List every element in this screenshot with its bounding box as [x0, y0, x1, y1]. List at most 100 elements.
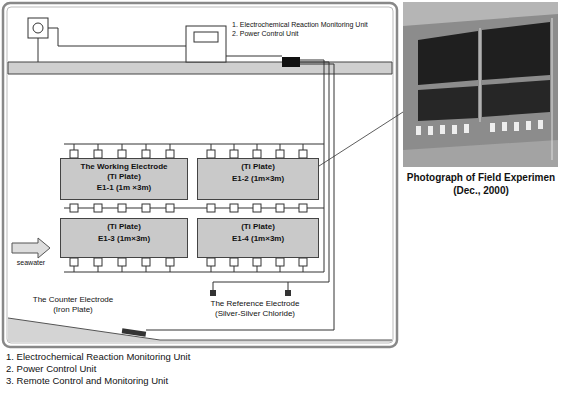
reference-electrode — [210, 290, 216, 296]
photo-caption: Photograph of Field Experimen (Dec., 200… — [403, 172, 559, 197]
field-photo — [479, 28, 481, 122]
list-item: 3. Remote Control and Monitoring Unit — [6, 375, 386, 386]
connector-box — [166, 204, 174, 212]
photo-panel: Photograph of Field Experimen (Dec., 200… — [403, 2, 559, 197]
field-photo — [403, 2, 558, 167]
cable — [213, 282, 288, 290]
frame — [3, 3, 397, 347]
seawater-arrow — [12, 238, 50, 258]
unit-label: 1. Electrochemical Reaction Monitoring U… — [232, 21, 392, 29]
connector-box — [142, 258, 150, 266]
field-photo — [552, 18, 553, 160]
connector-box — [276, 204, 284, 212]
connector-box — [118, 204, 126, 212]
field-photo — [403, 2, 558, 26]
monitoring-unit — [186, 26, 226, 62]
connector-box — [94, 150, 102, 158]
field-photo — [490, 123, 495, 132]
field-photo — [464, 124, 469, 133]
list-item: 1. Electrochemical Reaction Monitoring U… — [6, 351, 386, 362]
connector-box — [207, 150, 215, 158]
power-control-block — [282, 57, 300, 67]
plate-id: E1-4 (1m×3m) — [214, 234, 302, 244]
field-photo — [502, 122, 507, 131]
plate-id: E1-1 (1m ×3m) — [80, 183, 168, 193]
cable — [74, 144, 303, 150]
connector-box — [207, 204, 215, 212]
plate-title: (Ti Plate) — [214, 162, 302, 172]
cable — [48, 28, 186, 46]
field-photo — [418, 31, 478, 85]
connector-box — [207, 258, 215, 266]
power-control-block — [282, 57, 300, 67]
leader-line — [319, 112, 403, 166]
plate-id: E1-3 (1m×3m) — [80, 234, 168, 244]
field-photo — [482, 22, 550, 80]
list-item-holder: 2. Power Control Unit — [6, 363, 386, 374]
monitoring-unit — [186, 26, 226, 62]
unit-label-holder: 2. Power Control Unit — [232, 30, 392, 38]
frame — [7, 7, 393, 343]
connector-box — [299, 258, 307, 266]
connector-box — [299, 204, 307, 212]
electrode-label: The Reference Electrode (Silver-Silver C… — [205, 299, 305, 318]
list-item-holder: 3. Remote Control and Monitoring Unit — [6, 375, 386, 386]
connector-box — [230, 204, 238, 212]
reference-electrode — [285, 290, 291, 296]
connector-box — [70, 204, 78, 212]
plate-id: E1-2 (1m×3m) — [214, 174, 302, 184]
cable — [226, 56, 282, 57]
connector-box — [253, 204, 261, 212]
ti-plate: (Ti Plate) E1-4 (1m×3m) — [197, 218, 319, 258]
list-item-holder: 1. Electrochemical Reaction Monitoring U… — [6, 351, 386, 362]
connector-box — [70, 150, 78, 158]
cable — [64, 272, 324, 273]
monitoring-unit — [194, 32, 218, 42]
field-photo — [514, 122, 519, 131]
field-photo — [428, 126, 433, 135]
field-photo — [440, 125, 445, 134]
cable — [64, 208, 324, 209]
field-photo — [418, 86, 478, 121]
field-photo — [416, 126, 421, 135]
remote-unit — [38, 38, 39, 62]
flow-label: seawater — [8, 259, 54, 267]
connector-box — [70, 258, 78, 266]
connector-box — [299, 150, 307, 158]
ti-plate: (Ti Plate) E1-2 (1m×3m) — [197, 158, 319, 200]
counter-electrode — [122, 328, 146, 336]
remote-unit — [28, 18, 48, 62]
field-photo — [526, 121, 531, 130]
cable — [64, 144, 324, 145]
ti-plate: (Ti Plate) E1-3 (1m×3m) — [60, 218, 188, 258]
seawater-arrow — [12, 238, 50, 258]
plate-title: (Ti Plate) — [80, 222, 168, 232]
unit-label: 2. Power Control Unit — [232, 30, 392, 38]
connector-box — [166, 258, 174, 266]
cable — [48, 28, 334, 330]
connector-box — [253, 258, 261, 266]
reference-electrode — [210, 290, 291, 296]
frame — [3, 3, 397, 347]
field-photo — [538, 120, 543, 129]
connector-box — [230, 258, 238, 266]
unit-label-holder: 1. Electrochemical Reaction Monitoring U… — [232, 21, 392, 29]
electrode-label: The Counter Electrode (Iron Plate) — [26, 295, 120, 314]
flow-label-holder: seawater — [8, 259, 54, 267]
remote-unit — [33, 23, 43, 33]
electrode-label-holder: The Reference Electrode (Silver-Silver C… — [205, 299, 305, 318]
connector-box — [166, 150, 174, 158]
field-photo — [403, 2, 558, 167]
field-photo — [452, 125, 457, 134]
connector-box — [118, 258, 126, 266]
connector-box — [253, 150, 261, 158]
connector-box — [94, 204, 102, 212]
ti-plate: The Working Electrode (Ti Plate)E1-1 (1m… — [60, 158, 188, 200]
connector-box — [142, 150, 150, 158]
plate-title: (Ti Plate) — [214, 222, 302, 232]
connector-box — [276, 258, 284, 266]
remote-unit — [28, 18, 48, 38]
